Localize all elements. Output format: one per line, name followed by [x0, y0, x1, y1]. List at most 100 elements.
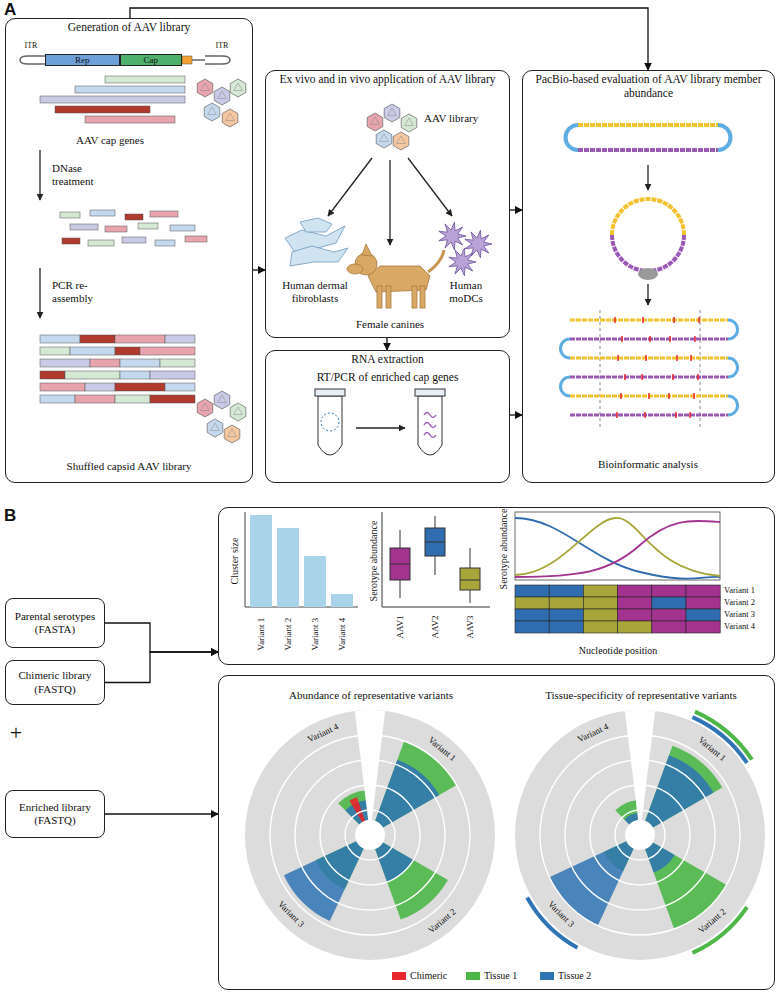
- illustration-part: [355, 710, 385, 820]
- process-panel: RNA extractionRT/PCR of enriched cap gen…: [265, 350, 510, 483]
- dog: [347, 244, 444, 308]
- illustration-part: [201, 403, 210, 411]
- axis-label: Variant 4: [724, 622, 755, 632]
- axis-title: Abundance of representative variants: [246, 689, 496, 702]
- illustration-part: [224, 425, 240, 443]
- illustration-part: [652, 609, 686, 621]
- axis-label: Variant 3: [724, 610, 755, 620]
- illustration-part: [290, 246, 348, 266]
- illustration-part: [616, 412, 618, 418]
- illustration-part: [669, 336, 671, 342]
- illustration-part: [686, 585, 720, 597]
- illustration-part: [652, 621, 686, 633]
- illustration-part: [70, 347, 115, 355]
- axis-label: AAV3: [465, 616, 475, 639]
- box-title: Cap: [121, 54, 181, 66]
- flow-arrow: [386, 338, 387, 350]
- illustration-part: [645, 746, 722, 828]
- illustration-part: [170, 225, 195, 231]
- illustration-part: [578, 148, 718, 152]
- illustration-part: [347, 264, 363, 274]
- illustration-part: [386, 286, 391, 308]
- illustration-part: [408, 158, 452, 216]
- illustration-part: [40, 383, 85, 391]
- illustration-part: [277, 528, 299, 607]
- input-box: Chimeric library (FASTQ): [5, 660, 105, 705]
- illustration-part: [40, 359, 90, 367]
- illustration-part: [120, 359, 160, 367]
- illustration-part: [583, 609, 617, 621]
- box-title: Parental serotypes (FASTA): [6, 608, 104, 638]
- illustration-part: [197, 399, 213, 417]
- illustration-part: [424, 413, 436, 438]
- illustration-part: [570, 338, 728, 341]
- line-chart: [515, 512, 720, 580]
- illustration-part: [618, 597, 652, 609]
- annotation: Human moDCs: [436, 279, 496, 304]
- illustration-part: [105, 226, 127, 232]
- flow-arrow: [510, 209, 522, 210]
- illustration-part: [641, 374, 643, 380]
- illustration-part: [165, 335, 195, 343]
- illustration-part: [88, 240, 114, 246]
- illustration-part: [672, 374, 674, 380]
- illustration-part: [460, 580, 480, 581]
- illustration-part: [652, 597, 686, 609]
- box-title: Ex vivo and in vivo application of AAV l…: [266, 71, 509, 89]
- illustration-part: [549, 621, 583, 633]
- illustration-part: [618, 621, 652, 633]
- illustration-part: [515, 597, 549, 609]
- capsids: [197, 79, 417, 443]
- illustration-part: [460, 568, 480, 590]
- legend-item: Tissue 2: [540, 970, 591, 981]
- illustration-part: [388, 108, 397, 116]
- illustration-part: [676, 355, 678, 361]
- illustration-part: [120, 371, 150, 379]
- illustration-part: [318, 396, 342, 455]
- illustration-part: [578, 123, 718, 127]
- illustration-part: [515, 621, 549, 633]
- illustration-part: [245, 512, 246, 607]
- illustration-part: [694, 336, 696, 342]
- illustration-part: [205, 56, 230, 64]
- illustration-part: [428, 250, 444, 272]
- box-title: Rep: [46, 54, 119, 66]
- illustration-part: [228, 429, 237, 437]
- annotation: ITR: [216, 41, 229, 50]
- illustration-part: [570, 357, 728, 360]
- box-title: RNA extraction: [266, 351, 509, 369]
- axis-label: Variant 1: [724, 586, 755, 596]
- flow-arrow: [510, 414, 522, 415]
- illustration-part: [208, 107, 217, 115]
- illustration-part: [625, 820, 655, 850]
- illustration-part: [612, 235, 684, 271]
- legend-item: Tissue 1: [466, 970, 517, 981]
- flow-arrow: [105, 813, 218, 814]
- legend-swatch: [392, 972, 406, 980]
- illustration-part: [401, 114, 417, 132]
- illustration-part: [621, 336, 623, 342]
- illustration-part: [465, 230, 492, 258]
- process-panel: Generation of AAV libraryRepCap: [5, 18, 253, 483]
- illustration-part: [115, 347, 140, 355]
- legend-swatch: [466, 972, 480, 980]
- annotation: ITR: [25, 41, 38, 50]
- annotation: Human dermal fibroblasts: [275, 279, 355, 304]
- illustration-part: [583, 597, 617, 609]
- illustration-part: [40, 395, 75, 403]
- illustration-part: [728, 396, 738, 415]
- illustration-part: [570, 319, 728, 322]
- illustration-part: [418, 396, 442, 455]
- illustration-part: [75, 395, 115, 403]
- illustration-part: [328, 158, 372, 216]
- illustration-part: [697, 374, 699, 380]
- axis-label: Variant 2: [724, 598, 755, 608]
- box-subtitle: RT/PCR of enriched cap genes: [266, 369, 509, 387]
- illustration-part: [85, 383, 115, 391]
- annotation: DNase treatment: [52, 162, 114, 187]
- bar-chart: [245, 512, 358, 607]
- legend-text: Tissue 1: [484, 970, 517, 981]
- illustration-part: [315, 389, 345, 396]
- illustration-part: [150, 211, 178, 217]
